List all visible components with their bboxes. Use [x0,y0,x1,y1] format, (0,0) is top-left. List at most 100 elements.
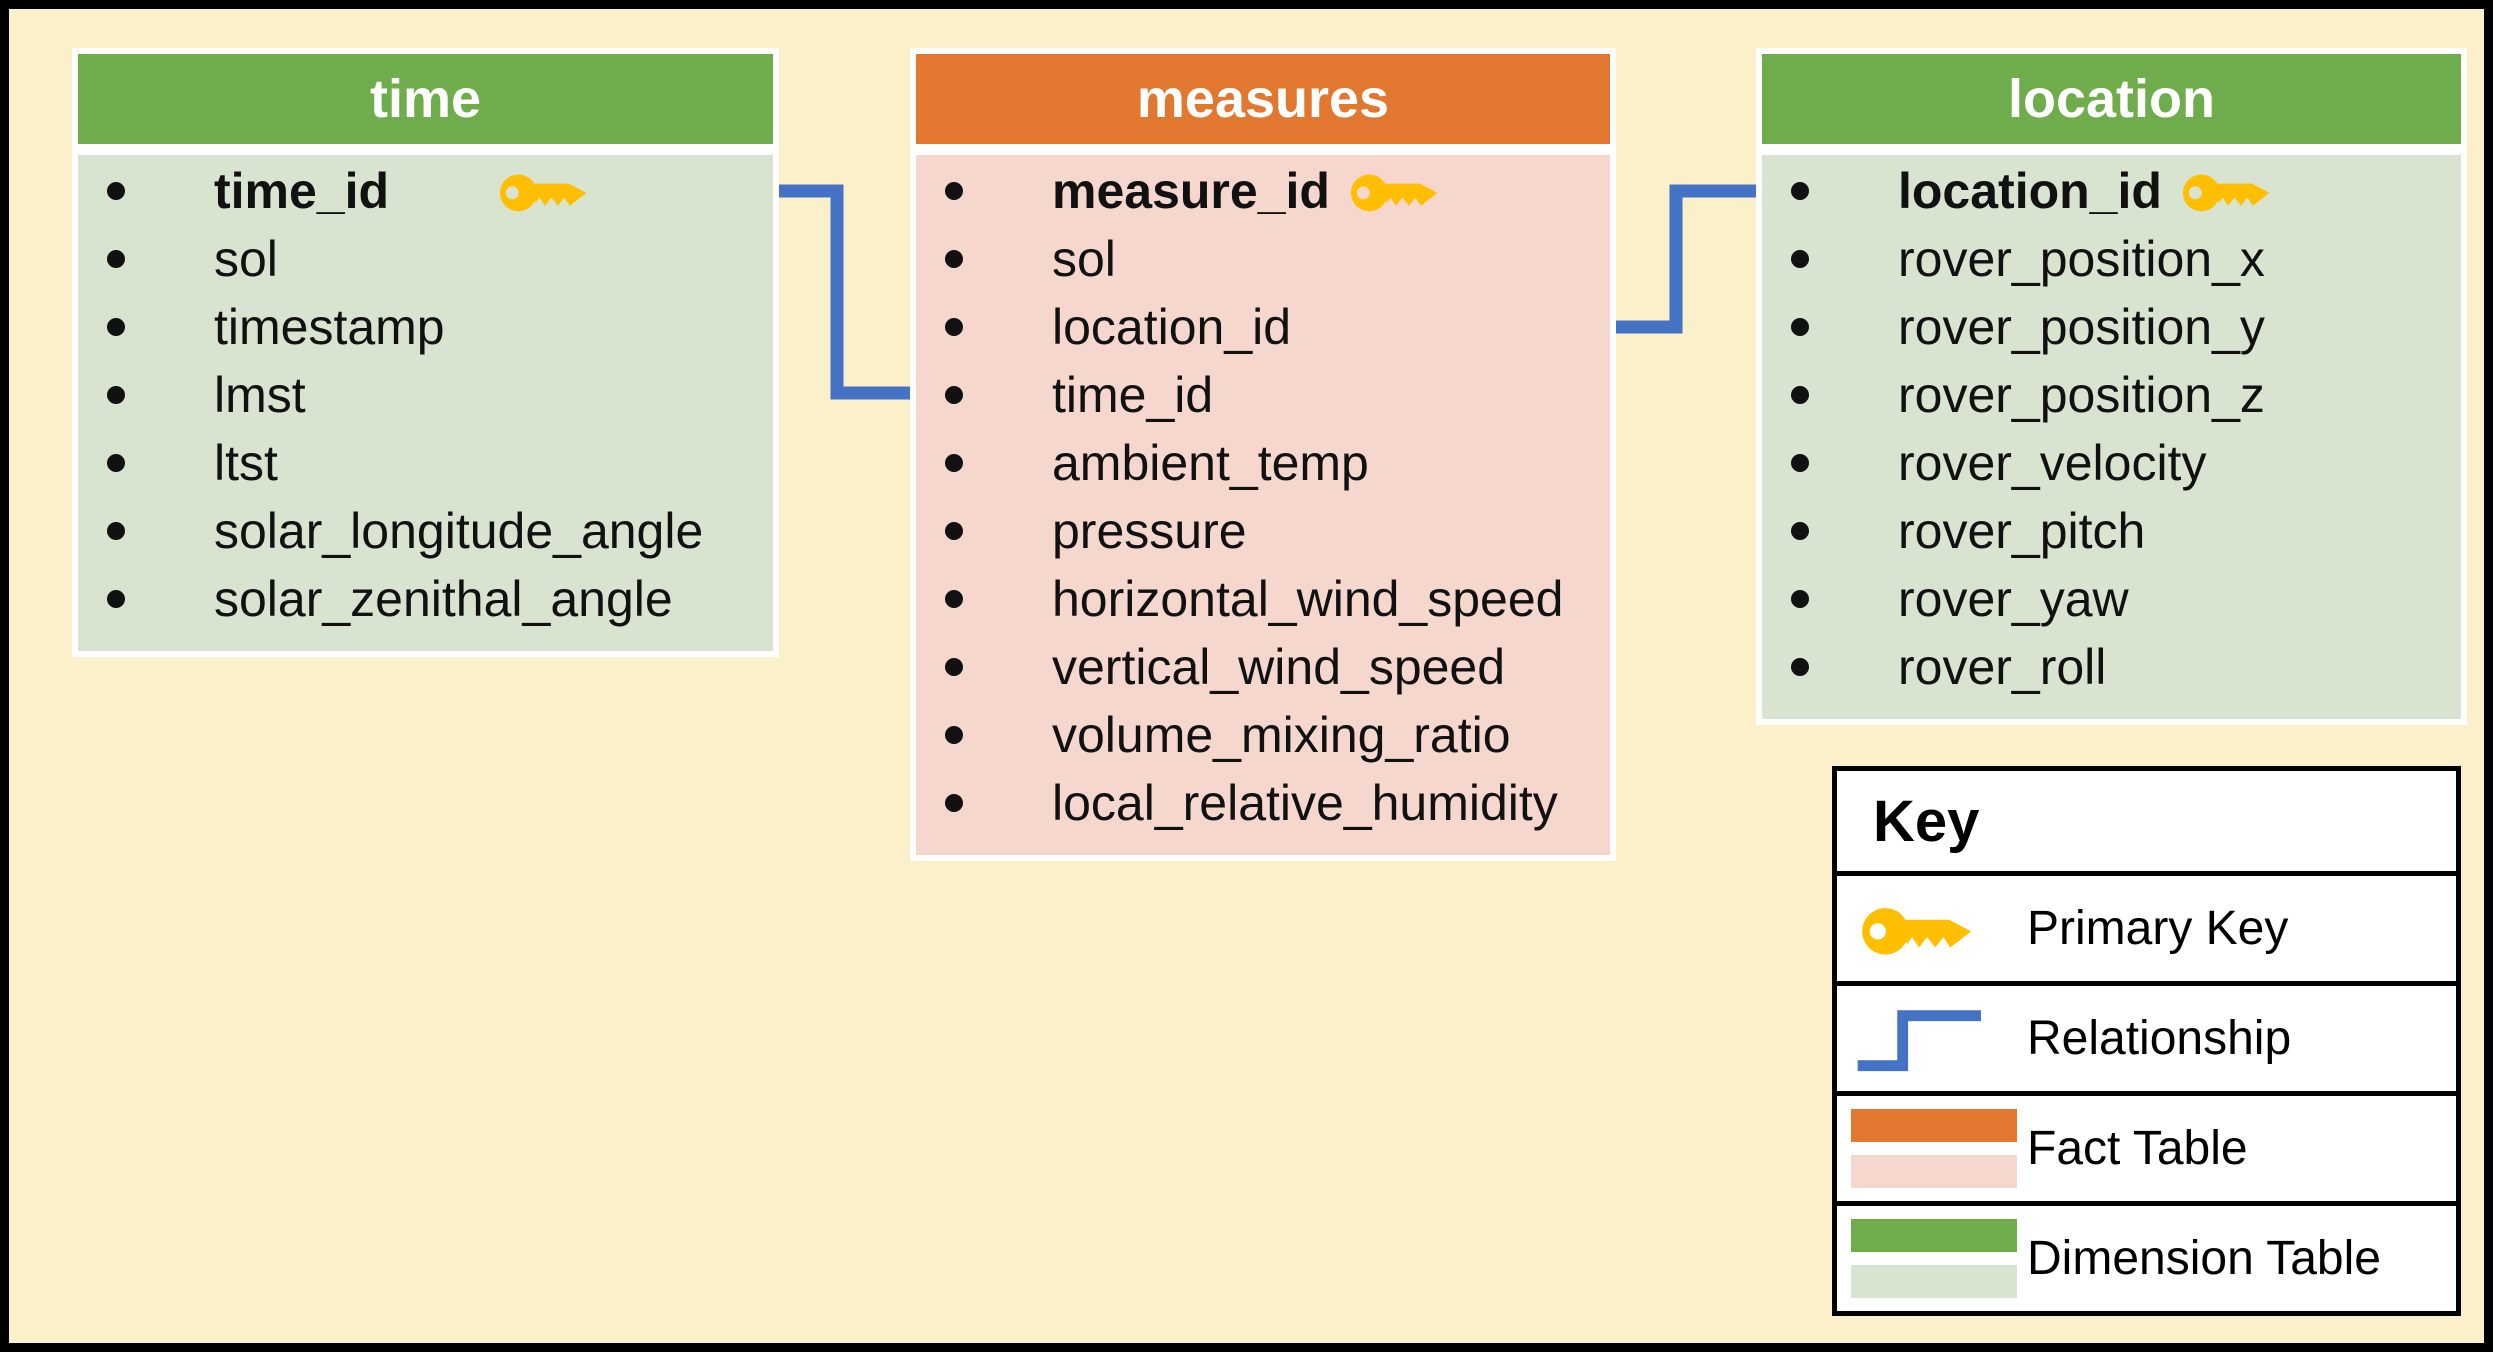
bullet-icon [945,250,963,268]
legend-symbol [1837,1004,2027,1074]
field-name: sol [1052,231,1116,287]
field-item: local_relative_humidity [916,769,1610,837]
field-item: location_id [1762,157,2461,225]
field-item: vertical_wind_speed [916,633,1610,701]
bullet-icon [1791,590,1809,608]
field-name: volume_mixing_ratio [1052,707,1511,763]
bullet-icon [1791,182,1809,200]
dimension-body-swatch [1851,1265,2017,1298]
bullet-icon [107,250,125,268]
fact-table-swatch [1837,1109,2027,1188]
bullet-icon [107,522,125,540]
field-item: rover_velocity [1762,429,2461,497]
field-name: solar_longitude_angle [214,503,704,559]
field-item: location_id [916,293,1610,361]
field-item: timestamp [78,293,773,361]
fact-body-swatch [1851,1155,2017,1188]
field-name: measure_id [1052,163,1330,219]
bullet-icon [945,386,963,404]
field-item: sol [78,225,773,293]
field-item: volume_mixing_ratio [916,701,1610,769]
relationship-line-time-measures [777,184,912,400]
bullet-icon [945,590,963,608]
field-item: rover_yaw [1762,565,2461,633]
table-measures-title: measures [916,54,1610,144]
field-item: solar_zenithal_angle [78,565,773,633]
legend-row-relationship: Relationship [1837,981,2456,1091]
table-time: time time_id sol [72,48,779,657]
field-item: time_id [916,361,1610,429]
field-name: rover_pitch [1898,503,2146,559]
bullet-icon [107,590,125,608]
field-name: time_id [1052,367,1214,423]
field-item: time_id [78,157,773,225]
bullet-icon [1791,318,1809,336]
bullet-icon [1791,454,1809,472]
table-location: location location_id rover_position_x [1756,48,2467,725]
bullet-icon [945,454,963,472]
table-time-title: time [78,54,773,144]
field-name: ambient_temp [1052,435,1369,491]
field-item: lmst [78,361,773,429]
bullet-icon [945,182,963,200]
table-time-fields: time_id sol timestamp [78,155,773,651]
field-name: pressure [1052,503,1247,559]
legend-label: Primary Key [2027,902,2289,955]
legend-label: Relationship [2027,1012,2292,1065]
field-name: ltst [214,435,278,491]
field-name: rover_velocity [1898,435,2207,491]
table-location-title: location [1762,54,2461,144]
bullet-icon [107,182,125,200]
field-item: rover_pitch [1762,497,2461,565]
field-name: timestamp [214,299,445,355]
table-location-fields: location_id rover_position_x rover_posit… [1762,155,2461,719]
table-measures: measures measure_id sol [910,48,1616,861]
legend-row-dimension-table: Dimension Table [1837,1201,2456,1311]
field-name: rover_yaw [1898,571,2129,627]
field-item: measure_id [916,157,1610,225]
relationship-line-icon [1857,1009,1981,1071]
legend-row-primary-key: Primary Key [1837,871,2456,981]
primary-key-icon [1862,907,1972,955]
bullet-icon [945,522,963,540]
bullet-icon [1791,522,1809,540]
legend-label: Dimension Table [2027,1232,2381,1285]
field-name: rover_roll [1898,639,2107,695]
bullet-icon [945,658,963,676]
field-item: rover_position_z [1762,361,2461,429]
legend-title: Key [1873,788,1980,854]
dimension-header-swatch [1851,1219,2017,1252]
field-name: rover_position_z [1898,367,2265,423]
bullet-icon [107,454,125,472]
field-name: solar_zenithal_angle [214,571,673,627]
field-item: rover_position_x [1762,225,2461,293]
bullet-icon [1791,658,1809,676]
bullet-icon [107,318,125,336]
table-measures-fields: measure_id sol location_id [916,155,1610,855]
bullet-icon [107,386,125,404]
bullet-icon [945,318,963,336]
field-item: ambient_temp [916,429,1610,497]
bullet-icon [1791,250,1809,268]
primary-key-icon [499,174,587,212]
field-item: rover_roll [1762,633,2461,701]
field-item: horizontal_wind_speed [916,565,1610,633]
field-item: pressure [916,497,1610,565]
field-name: location_id [1052,299,1292,355]
field-name: vertical_wind_speed [1052,639,1506,695]
field-name: lmst [214,367,306,423]
field-name: rover_position_x [1898,231,2265,287]
fact-header-swatch [1851,1109,2017,1142]
field-name: local_relative_humidity [1052,775,1558,831]
bullet-icon [945,794,963,812]
legend-label: Fact Table [2027,1122,2248,1175]
legend-symbol [1837,900,2027,958]
field-item: rover_position_y [1762,293,2461,361]
field-item: ltst [78,429,773,497]
dimension-table-swatch [1837,1219,2027,1298]
field-name: location_id [1898,163,2162,219]
bullet-icon [1791,386,1809,404]
legend-row-fact-table: Fact Table [1837,1091,2456,1201]
relationship-line-measures-location [1614,184,1758,334]
